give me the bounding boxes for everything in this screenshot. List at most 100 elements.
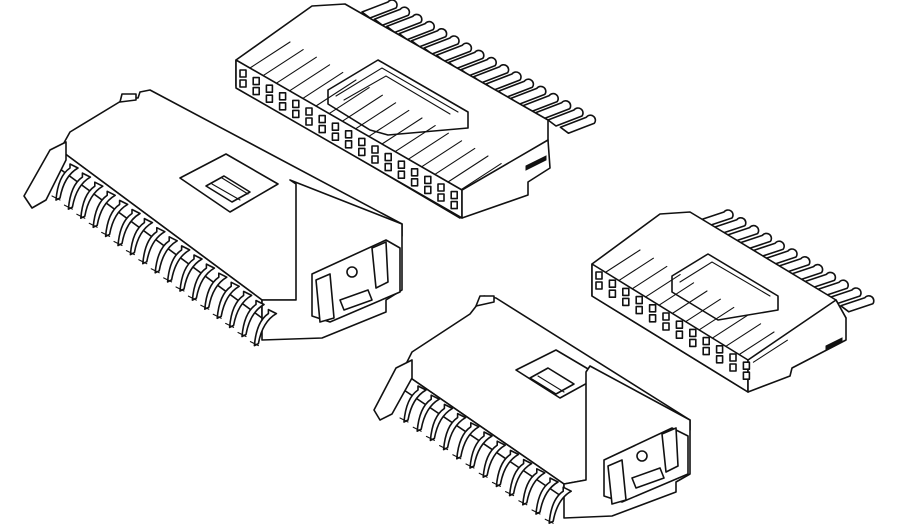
- wire-tube: [547, 107, 584, 127]
- header-end-clip: [371, 241, 389, 289]
- header-top-tab: [119, 93, 137, 103]
- contact-cavity: [423, 175, 432, 185]
- pin-tail: [125, 250, 135, 256]
- small-receptacle-contact-cavities: [595, 271, 751, 381]
- wire-tube: [361, 0, 398, 19]
- wire-tube: [497, 78, 535, 98]
- contact-cavity: [278, 102, 287, 111]
- rib-line: [605, 249, 641, 273]
- small-header-pins: [399, 385, 572, 524]
- rib-line: [302, 71, 344, 99]
- rib-line: [328, 87, 370, 115]
- contact-cavity: [648, 313, 657, 323]
- small-receptacle-latch-ridge: [679, 261, 771, 297]
- contact-cavity: [265, 94, 274, 103]
- receptacle-wire-tubes: [361, 0, 597, 134]
- contact-cavity: [688, 338, 697, 348]
- contact-cavity: [715, 344, 724, 354]
- contact-cavity: [239, 69, 247, 78]
- contact-cavity: [729, 353, 737, 362]
- wire-tube: [559, 114, 597, 134]
- receptacle-latch-ridge: [335, 67, 459, 113]
- contact-cavity: [371, 145, 379, 154]
- contact-cavity: [648, 303, 657, 313]
- contact-cavity: [410, 168, 419, 177]
- header-end-tab: [315, 273, 335, 323]
- small-receptacle-latch-slot: [825, 337, 843, 351]
- contact-cavity: [621, 297, 630, 307]
- wire-tube: [699, 209, 734, 227]
- contact-cavity: [318, 124, 327, 134]
- contact-cavity: [450, 200, 459, 210]
- rib-line: [421, 140, 463, 168]
- rib-line: [699, 306, 735, 330]
- receptacle-end-block: [461, 139, 551, 219]
- large-header-connector: [23, 89, 403, 347]
- rib-line: [726, 323, 762, 347]
- rib-line: [434, 147, 476, 175]
- wire-tube: [398, 20, 435, 41]
- wire-tube: [448, 49, 485, 70]
- wire-tube: [840, 295, 875, 313]
- large-receptacle-housing: [235, 0, 597, 219]
- wire-tube: [423, 35, 460, 55]
- wire-tube: [410, 28, 448, 48]
- pin-tail: [63, 204, 73, 210]
- contact-cavity: [410, 178, 419, 187]
- pin-tail: [175, 286, 185, 292]
- rib-line: [407, 132, 449, 160]
- contact-cavity: [635, 305, 644, 315]
- contact-cavity: [344, 130, 353, 139]
- rib-line: [659, 282, 695, 306]
- contact-cavity: [318, 114, 327, 124]
- header-latch-tab-line: [211, 177, 249, 201]
- contact-cavity: [595, 271, 603, 280]
- contact-cavity: [450, 190, 459, 200]
- contact-cavity: [344, 140, 353, 149]
- header-pins: [51, 163, 278, 347]
- rib-line: [355, 102, 397, 130]
- rib-line: [685, 298, 721, 322]
- pin-tail: [478, 472, 488, 478]
- contact-cavity: [357, 137, 366, 147]
- receptacle-contact-cavities: [239, 69, 459, 210]
- rib-line: [289, 64, 331, 92]
- header-left-bracket: [23, 141, 67, 209]
- small-receptacle-end-block: [747, 299, 847, 393]
- pin-tail: [51, 195, 61, 201]
- pin-tail: [544, 518, 554, 524]
- contact-cavity: [675, 330, 684, 340]
- header-end-hole: [346, 266, 358, 278]
- contact-cavity: [397, 170, 406, 179]
- pin-tail: [399, 417, 409, 423]
- contact-cavity: [715, 354, 724, 364]
- rib-line: [249, 41, 291, 69]
- small-header-end-latch: [631, 467, 665, 489]
- contact-cavity: [331, 132, 340, 141]
- contact-cavity: [729, 363, 737, 372]
- pin-tail: [212, 313, 222, 319]
- contact-cavity: [252, 76, 260, 86]
- rib-line: [752, 339, 788, 363]
- rib-line: [262, 49, 304, 77]
- pin-tail: [138, 259, 148, 265]
- pin-tail: [113, 240, 123, 247]
- rib-line: [368, 109, 410, 137]
- header-latch-tab: [205, 175, 251, 203]
- contact-cavity: [291, 109, 300, 119]
- pin-tail: [200, 304, 210, 310]
- contact-cavity: [608, 289, 617, 299]
- contact-cavity: [278, 92, 287, 101]
- rib-line: [739, 331, 775, 355]
- pin-tail: [237, 331, 247, 338]
- pin-tail: [88, 222, 98, 228]
- contact-cavity: [437, 183, 445, 192]
- contact-cavity: [702, 346, 711, 356]
- contact-cavity: [239, 79, 247, 88]
- receptacle-latch-arm: [327, 59, 469, 136]
- contact-cavity: [675, 320, 684, 330]
- pin-tail: [101, 231, 111, 237]
- small-receptacle-wire-tubes: [699, 209, 875, 313]
